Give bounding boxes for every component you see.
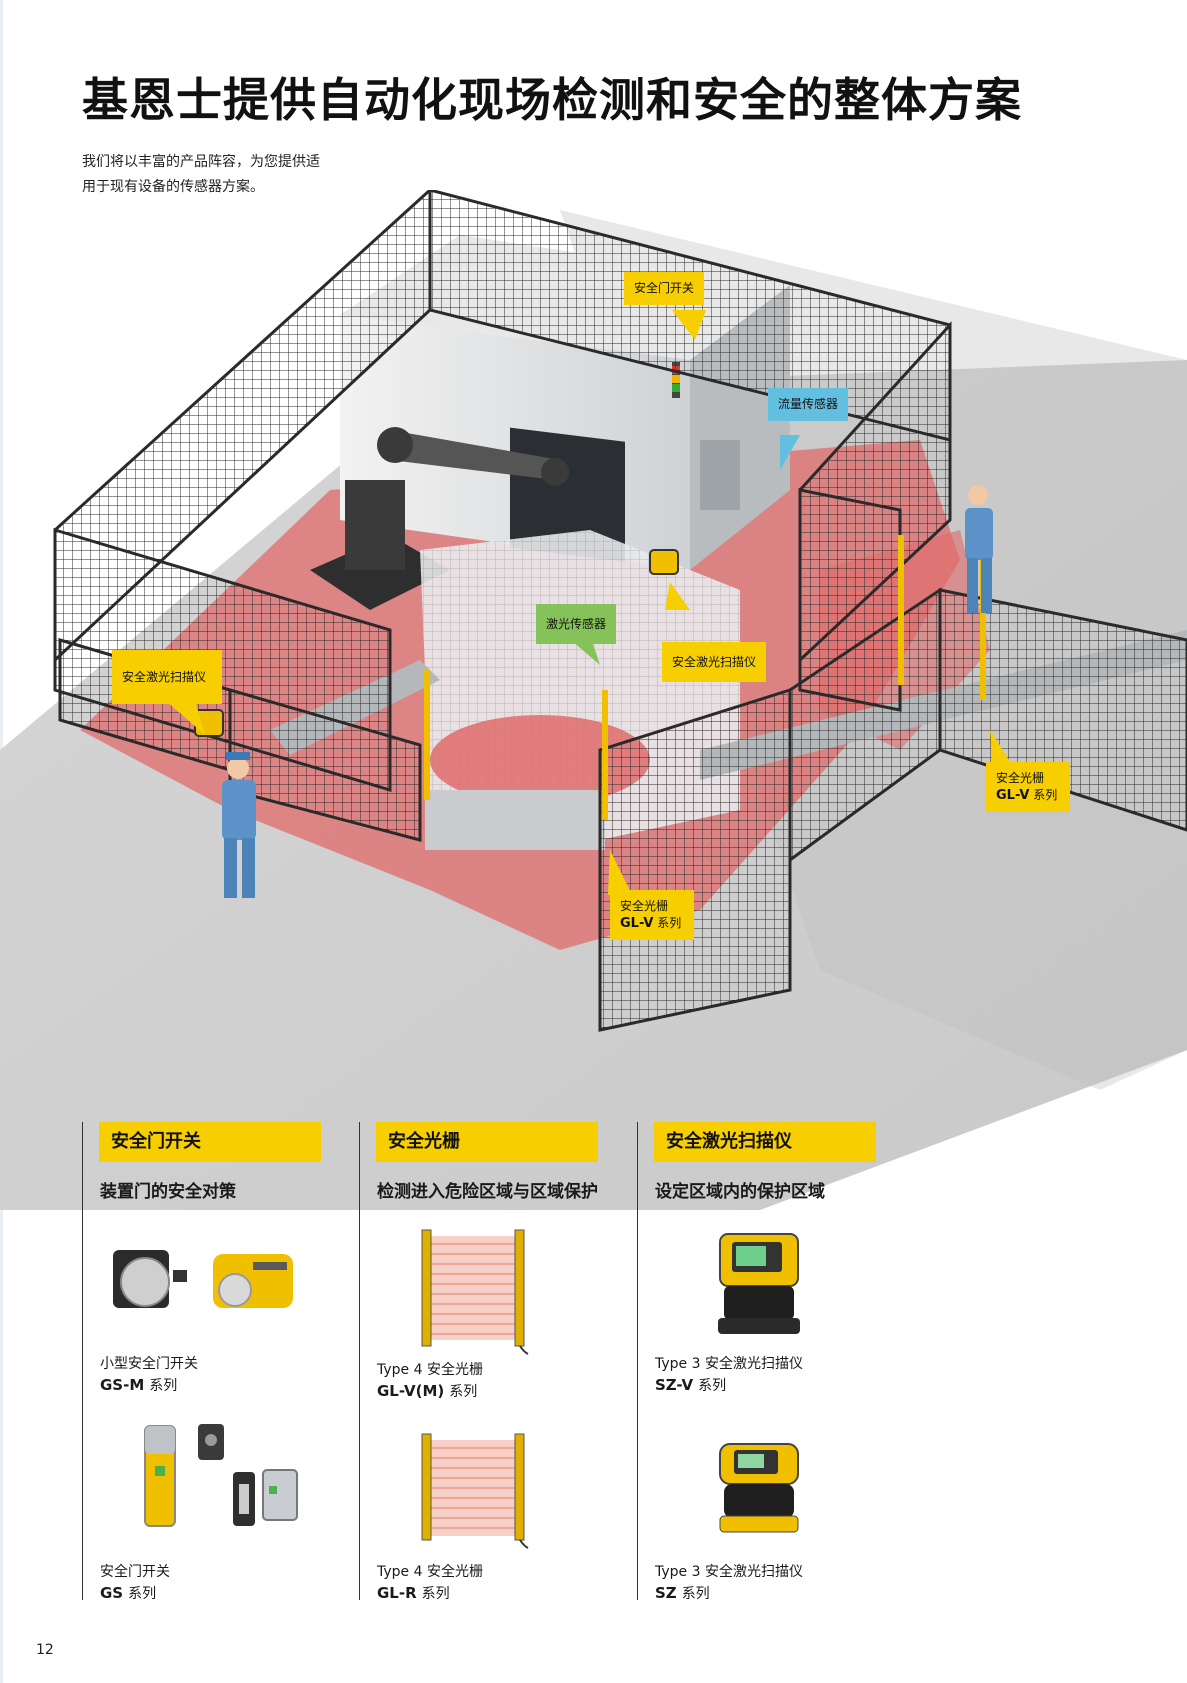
- callout-laser-scanner-center-label: 安全激光扫描仪: [672, 655, 757, 669]
- station-base: [425, 790, 605, 850]
- product-series-suffix: 系列: [128, 1586, 157, 1602]
- machine-panel: [700, 440, 740, 510]
- category-heading: 安全激光扫描仪: [654, 1122, 876, 1162]
- product-model: SZ: [655, 1584, 677, 1602]
- callout-light-curtain-center-label: 安全光栅: [620, 899, 669, 913]
- category-light-curtain: 安全光栅 检测进入危险区域与区域保护 Type 4 安全光栅 GL-V(M)系列: [359, 1122, 630, 1602]
- worker-right: [965, 485, 993, 613]
- callout-laser-sensor: 激光传感器: [536, 604, 617, 644]
- callout-pointer-curtain-right: [990, 730, 1012, 765]
- product-model: GL-R: [377, 1584, 417, 1602]
- callout-laser-sensor-label: 激光传感器: [546, 617, 607, 631]
- light-curtain-bar-right-a: [898, 535, 904, 685]
- product-model: GS: [100, 1584, 124, 1602]
- callout-pointer-scanner-left: [165, 700, 205, 735]
- light-curtain-icon: [421, 1229, 529, 1355]
- callout-pointer-scanner-center: [665, 582, 690, 610]
- callout-laser-scanner-left: 安全激光扫描仪: [112, 650, 222, 704]
- laser-scanner-icon: [718, 1233, 800, 1334]
- product-name: 安全门开关: [100, 1564, 170, 1580]
- product-name: Type 3 安全激光扫描仪: [655, 1564, 803, 1580]
- page-title: 基恩士提供自动化现场检测和安全的整体方案: [82, 73, 1022, 127]
- door-switch-icon: [144, 1424, 298, 1527]
- page-number: 12: [36, 1642, 54, 1658]
- product-name: Type 4 安全光栅: [377, 1362, 483, 1378]
- worker-left: [222, 752, 256, 898]
- callout-pointer-flow: [780, 435, 800, 470]
- product-name: 小型安全门开关: [100, 1356, 198, 1372]
- product-series: GL-V(M)系列: [377, 1381, 477, 1402]
- category-description: 设定区域内的保护区域: [655, 1182, 825, 1202]
- callout-laser-scanner-center: 安全激光扫描仪: [662, 642, 767, 682]
- light-curtain-bar-right-b: [980, 550, 986, 700]
- robot-arm: [390, 430, 560, 480]
- light-curtain-bar-center-left: [424, 670, 430, 800]
- robot-base: [310, 535, 450, 610]
- product-series-suffix: 系列: [149, 1378, 178, 1394]
- product-series-suffix: 系列: [421, 1586, 450, 1602]
- callout-flow-sensor: 流量传感器: [768, 388, 849, 421]
- product-name: Type 3 安全激光扫描仪: [655, 1356, 803, 1372]
- callout-pointer-door-switch: [672, 310, 706, 340]
- scanner-center: [649, 549, 679, 575]
- factory-illustration: 安全门开关 流量传感器 激光传感器 安全激光扫描仪 安全激光扫描仪 安全光栅 G…: [0, 186, 1187, 1210]
- intro-text: 我们将以丰富的产品阵容，为您提供适用于现有设备的传感器方案。: [82, 154, 320, 195]
- callout-light-curtain-right-model: GL-V: [996, 788, 1030, 803]
- callout-door-switch: 安全门开关: [624, 272, 705, 305]
- category-heading: 安全门开关: [99, 1122, 321, 1162]
- product-model: GL-V(M): [377, 1382, 445, 1400]
- light-curtain-bar-center-right: [602, 690, 608, 820]
- callout-light-curtain-center-model: GL-V: [620, 916, 654, 931]
- callout-light-curtain-center-suffix: 系列: [657, 916, 682, 930]
- laser-scanner-icon: [719, 1443, 799, 1533]
- rotary-table: [430, 715, 650, 805]
- callout-light-curtain-right-label: 安全光栅: [996, 771, 1045, 785]
- product-name: Type 4 安全光栅: [377, 1564, 483, 1580]
- callout-light-curtain-right: 安全光栅 GL-V 系列: [986, 762, 1070, 812]
- category-description: 检测进入危险区域与区域保护: [377, 1182, 598, 1202]
- product-series-suffix: 系列: [698, 1378, 727, 1394]
- fence-front-right: [598, 687, 792, 1032]
- robot-body: [345, 480, 405, 570]
- door-switch-compact-icon: [113, 1250, 293, 1308]
- callout-light-curtain-right-suffix: 系列: [1033, 788, 1058, 802]
- callout-door-switch-label: 安全门开关: [634, 281, 695, 295]
- category-description: 装置门的安全对策: [100, 1182, 236, 1202]
- product-model: SZ-V: [655, 1376, 694, 1394]
- callout-light-curtain-center: 安全光栅 GL-V 系列: [610, 890, 694, 940]
- product-series-suffix: 系列: [449, 1384, 478, 1400]
- callout-flow-sensor-label: 流量传感器: [778, 397, 839, 411]
- light-curtain-icon: [421, 1433, 529, 1549]
- category-heading: 安全光栅: [376, 1122, 598, 1162]
- callout-laser-scanner-left-label: 安全激光扫描仪: [122, 670, 207, 684]
- callout-pointer-curtain-center: [608, 850, 632, 895]
- product-series-suffix: 系列: [681, 1586, 710, 1602]
- product-model: GS-M: [100, 1376, 145, 1394]
- factory-scene-svg: [0, 186, 1187, 1210]
